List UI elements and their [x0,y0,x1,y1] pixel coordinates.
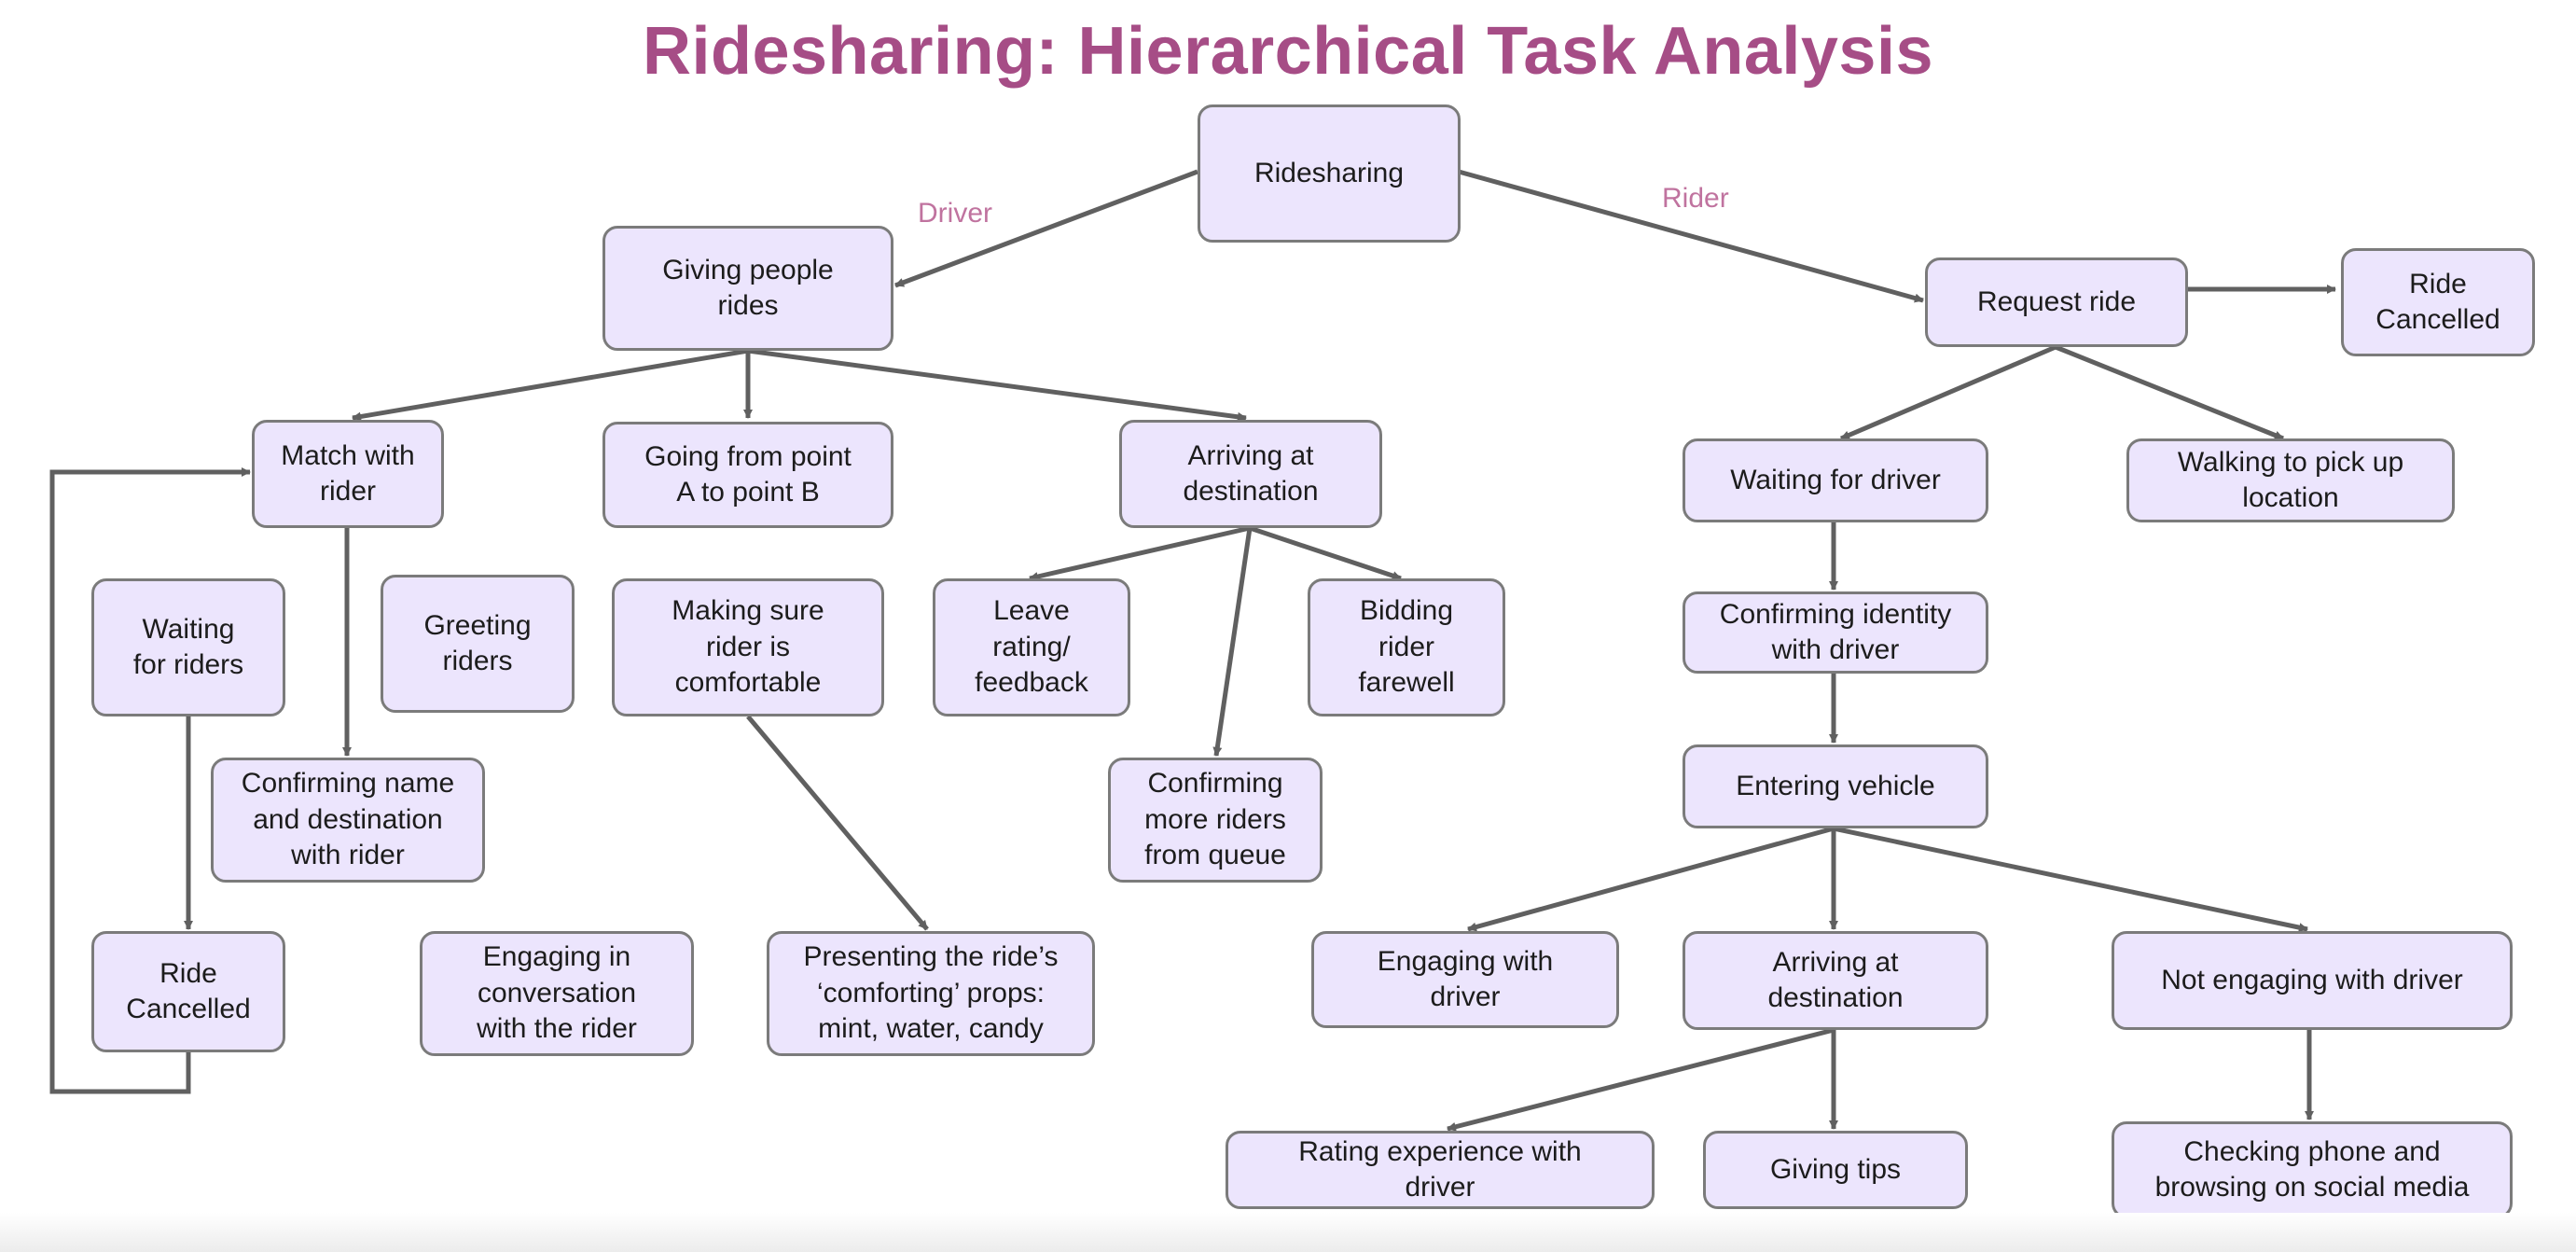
edge-label-driver: Driver [918,198,992,229]
diagram-title: Ridesharing: Hierarchical Task Analysis [642,14,1934,89]
node-presenting-props: Presenting the ride’s ‘comforting’ props… [767,931,1095,1056]
node-request-ride: Request ride [1925,257,2188,347]
node-confirming-riders-queue: Confirming more riders from queue [1108,758,1323,883]
node-arriving-at-destination-driver: Arriving at destination [1119,420,1382,528]
edge-request-to-walking [2055,344,2284,441]
node-not-engaging-with-driver: Not engaging with driver [2112,931,2513,1030]
edge-arriving-to-queue [1212,527,1253,757]
node-confirming-identity: Confirming identity with driver [1683,591,1988,674]
edge-giving-to-arriving [747,348,1247,422]
node-walking-to-pickup: Walking to pick up location [2126,438,2455,522]
edge-root-to-request-ride [1458,169,1924,303]
node-ride-cancelled-rider: Ride Cancelled [2341,248,2535,356]
edge-entering-to-not-engaging [1833,826,2308,933]
node-bidding-rider-farewell: Bidding rider farewell [1308,578,1505,716]
edge-arriving-to-farewell [1249,525,1402,581]
edge-arriving-rider-to-rating-exp [1447,1027,1835,1132]
node-engaging-with-driver: Engaging with driver [1311,931,1619,1028]
node-waiting-for-riders: Waiting for riders [91,578,285,716]
edge-cancelled-loop-to-match [49,467,251,1094]
edge-label-rider: Rider [1662,183,1729,214]
node-leave-rating-feedback: Leave rating/ feedback [933,578,1130,716]
edge-request-to-waiting-driver [1840,344,2057,441]
node-giving-tips: Giving tips [1703,1131,1968,1209]
node-ridesharing: Ridesharing [1198,104,1461,243]
node-waiting-for-driver: Waiting for driver [1683,438,1988,522]
edge-comfortable-to-props [746,715,929,931]
bottom-shadow [0,1213,2576,1252]
edge-giving-to-match [352,348,749,422]
node-giving-people-rides: Giving people rides [602,226,893,351]
edge-root-to-giving-rides [894,169,1198,288]
node-entering-vehicle: Entering vehicle [1683,744,1988,828]
node-confirming-name-destination: Confirming name and destination with rid… [211,758,485,883]
node-making-rider-comfortable: Making sure rider is comfortable [612,578,884,716]
node-engaging-in-conversation: Engaging in conversation with the rider [420,931,694,1056]
node-greeting-riders: Greeting riders [381,575,575,713]
node-going-a-to-b: Going from point A to point B [602,422,893,528]
node-checking-phone: Checking phone and browsing on social me… [2112,1121,2513,1218]
node-rating-experience: Rating experience with driver [1226,1131,1655,1209]
edge-entering-to-engaging [1467,826,1835,932]
node-match-with-rider: Match with rider [252,420,444,528]
edge-arriving-to-rating [1029,525,1251,581]
node-arriving-at-destination-rider: Arriving at destination [1683,931,1988,1030]
node-ride-cancelled-driver: Ride Cancelled [91,931,285,1052]
